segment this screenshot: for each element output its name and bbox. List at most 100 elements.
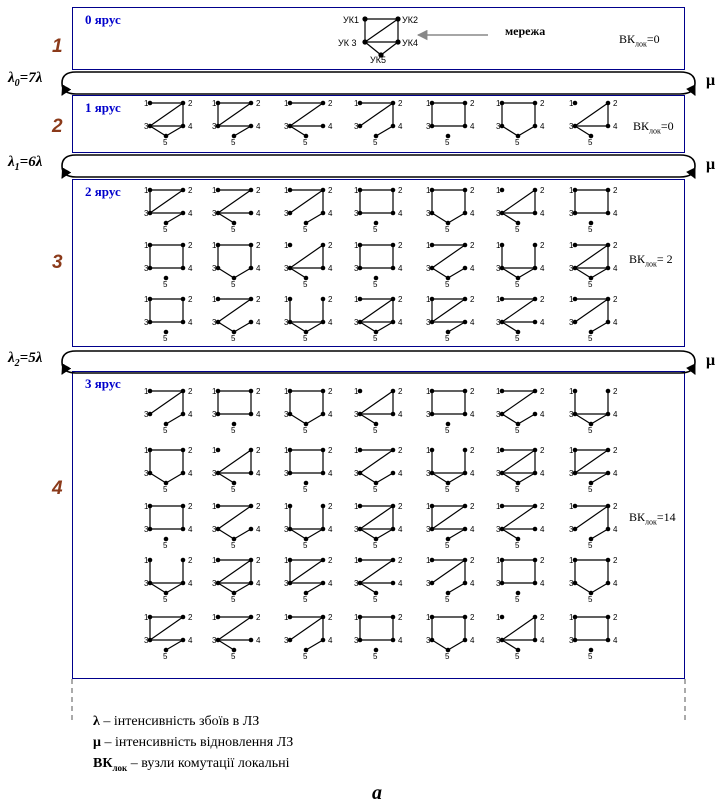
graph-node-label: 1 [284,186,289,195]
graph-edge [289,321,307,333]
graph-edge [574,505,609,530]
graph-edge [501,298,536,323]
graph-node [231,421,237,427]
graph-node-label: 1 [212,556,217,565]
graph-node [163,133,169,139]
graph-edge [289,413,307,425]
graph-node-label: 1 [144,241,149,250]
graph-node [180,637,186,643]
graph-node-label: 5 [163,334,168,343]
graph-node [515,536,521,542]
graph-node-label: 4 [328,579,333,588]
graph-node-label: 2 [540,186,545,195]
graph-edge [501,449,536,474]
graph-edge [165,413,184,425]
graph-node-label: 1 [496,186,501,195]
graph-node-label: 2 [256,502,261,511]
graph-node-label: 1 [569,99,574,108]
graph-edge [590,582,609,594]
graph-node [357,319,363,325]
graph-node-label: 2 [188,99,193,108]
graph-node-label: 5 [163,595,168,604]
graph-node-label: 1 [569,613,574,622]
graph-node-label: 5 [373,652,378,661]
graph-node [499,296,505,302]
graph-node [147,411,153,417]
graph-node [231,220,237,226]
graph-node-label: 4 [256,318,261,327]
graph-node [357,557,363,563]
graph-edge [431,559,466,584]
graph-node-label: 4 [256,209,261,218]
graph-node-label: 1 [354,556,359,565]
graph-node-label: 1 [426,99,431,108]
graph-node [215,100,221,106]
graph-edge [217,582,235,594]
graph-node [248,100,254,106]
graph-node [462,123,468,129]
graph-node [147,470,153,476]
graph-node [572,526,578,532]
graph-edge [217,212,235,224]
graph-node-label: 3 [426,209,431,218]
graph-node [429,388,435,394]
graph-node [180,526,186,532]
graph-node-label: 4 [470,122,475,131]
graph-node [588,275,594,281]
graph-node [499,100,505,106]
graph-node-label: 1 [284,295,289,304]
graph-node-label: 3 [354,318,359,327]
graph-node [462,447,468,453]
graph-node-label: 5 [303,541,308,550]
graph-node-label: 5 [373,334,378,343]
graph-node-label: 4 [256,264,261,273]
graph-node [532,265,538,271]
graph-node-label: 2 [470,502,475,511]
graph-node [373,536,379,542]
graph-node [248,614,254,620]
graph-node [215,242,221,248]
graph-node-label: 4 [540,122,545,131]
graph-node [320,388,326,394]
graph-node [320,123,326,129]
graph-node [532,100,538,106]
graph-node-label: 3 [212,579,217,588]
graph-node [429,411,435,417]
graph-node-label: 4 [470,318,475,327]
graph-node [445,275,451,281]
graph-node-label: 5 [303,485,308,494]
graph-node-label: 2 [613,446,618,455]
graph-edge [574,244,609,269]
graph-node [588,133,594,139]
graph-node [147,242,153,248]
graph-node [320,557,326,563]
graph-edge [149,390,184,415]
graph-node-label: 1 [212,295,217,304]
graph-node [572,503,578,509]
network-node [362,39,368,45]
graph-edge [233,528,252,540]
graph-edge [217,616,252,641]
graph-node-label: 1 [569,241,574,250]
graph-node [180,123,186,129]
graph-node [445,329,451,335]
graph-node [231,647,237,653]
graph-node [462,319,468,325]
graph-node [605,526,611,532]
graph-node-label: 3 [569,318,574,327]
graph-node [605,614,611,620]
graph-node-label: 2 [398,556,403,565]
graph-node [605,557,611,563]
graph-node-label: 5 [231,541,236,550]
arc-loop-1 [61,154,696,178]
transition-arc-2 [61,350,696,375]
graph-node-label: 2 [540,387,545,396]
graph-node [588,220,594,226]
